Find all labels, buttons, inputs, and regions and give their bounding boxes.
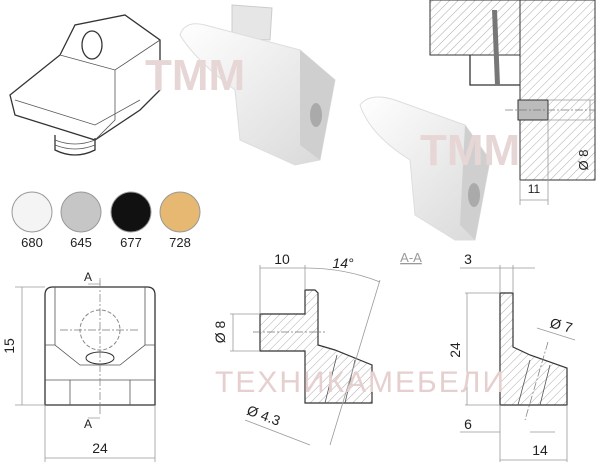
section-a-a-view: A-A 3 24 Ø 7 6 14 bbox=[400, 250, 576, 462]
thread-length-dimension: 10 bbox=[274, 251, 290, 267]
hole-diameter-dimension: Ø 4.3 bbox=[245, 402, 283, 429]
swatch-code: 728 bbox=[169, 235, 191, 250]
section-mark-bottom: A bbox=[84, 417, 92, 431]
height-dimension: 24 bbox=[447, 342, 463, 358]
watermark-logo: TMM bbox=[145, 51, 245, 100]
front-view: A A 15 24 bbox=[1, 270, 156, 462]
swatch-code: 677 bbox=[120, 235, 142, 250]
angle-dimension: 14° bbox=[332, 255, 354, 271]
height-dimension: 15 bbox=[1, 338, 17, 354]
mount-depth-label: 11 bbox=[528, 182, 541, 196]
watermark-brand: ТЕХНИКАМЕБЕЛИ bbox=[215, 366, 506, 399]
swatch-677[interactable] bbox=[110, 191, 152, 233]
mount-diameter-label: Ø 8 bbox=[576, 150, 591, 171]
swatch-code: 645 bbox=[70, 235, 92, 250]
section-mark-top: A bbox=[84, 270, 92, 284]
hole-diameter-dimension: Ø 7 bbox=[548, 315, 574, 336]
render-white-support-1 bbox=[179, 4, 336, 166]
side-section-view: 10 14° Ø 8 Ø 4.3 bbox=[212, 251, 381, 446]
top-width-dimension: 3 bbox=[464, 251, 472, 267]
screw-icon bbox=[492, 10, 500, 85]
depth-dimension: 14 bbox=[532, 442, 548, 458]
swatch-645[interactable] bbox=[60, 191, 102, 233]
swatch-728[interactable] bbox=[159, 191, 201, 233]
swatch-code: 680 bbox=[21, 235, 43, 250]
mount-section-view: 11 Ø 8 bbox=[429, 0, 596, 205]
width-dimension: 24 bbox=[92, 440, 108, 456]
color-swatches: 680 645 677 728 bbox=[11, 191, 201, 250]
isometric-line-render bbox=[9, 14, 161, 156]
swatch-680[interactable] bbox=[11, 191, 53, 233]
thread-diameter-dimension: Ø 8 bbox=[212, 321, 228, 344]
bottom-offset-dimension: 6 bbox=[464, 416, 472, 432]
watermark-logo: TMM bbox=[420, 126, 520, 175]
section-title: A-A bbox=[400, 250, 422, 265]
render-white-support-2 bbox=[359, 96, 491, 241]
